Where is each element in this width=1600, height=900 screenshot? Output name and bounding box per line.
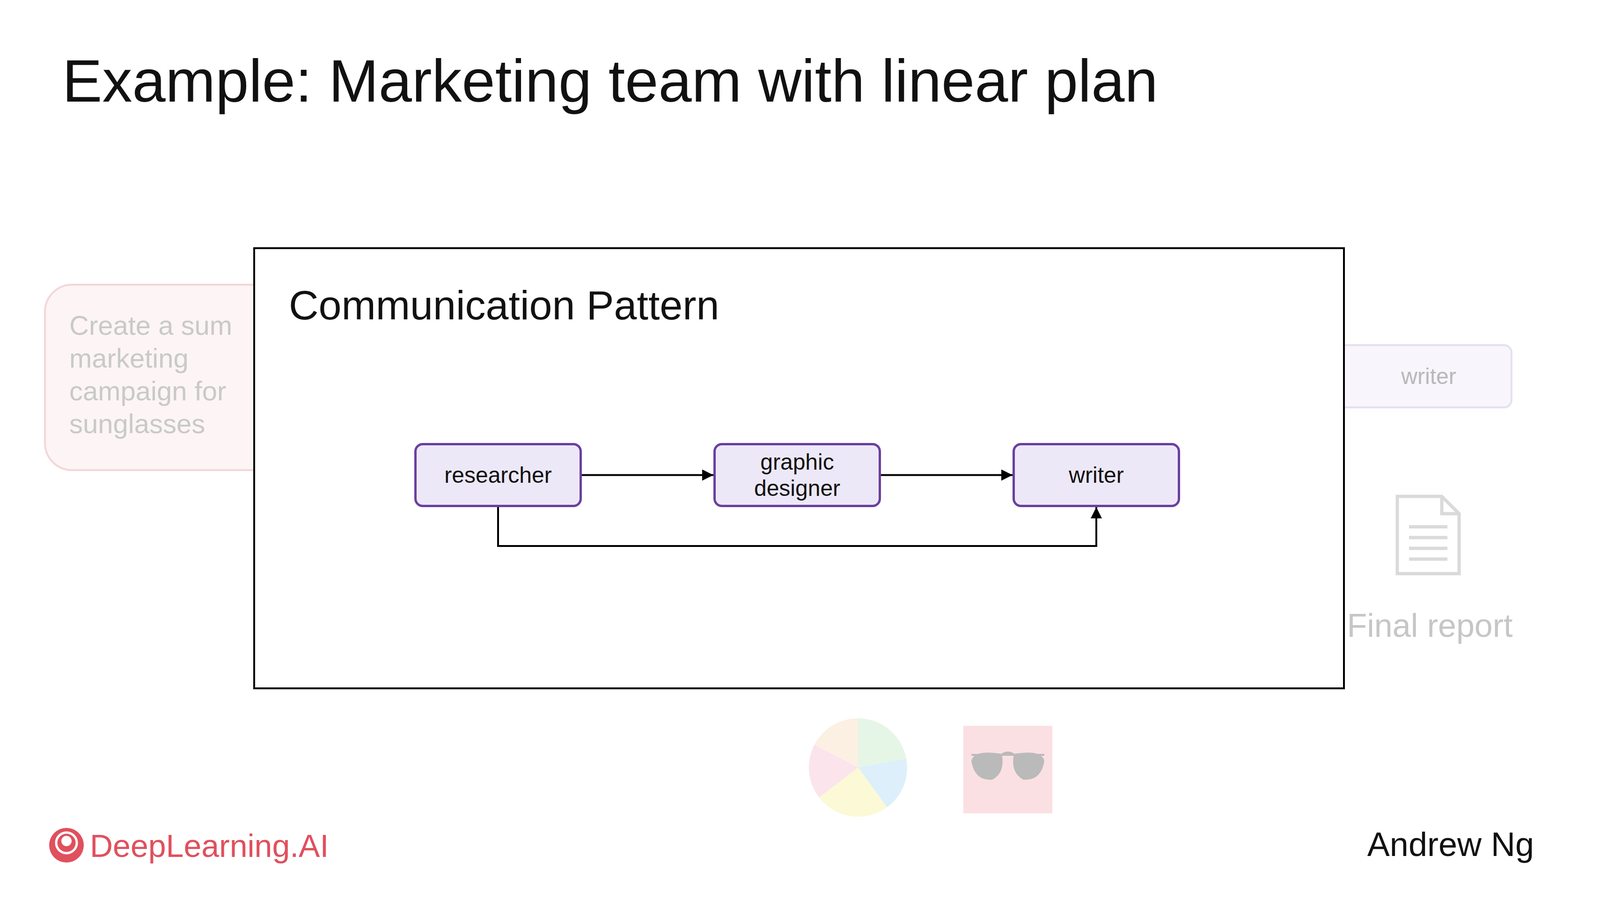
- agent-box: researcher: [414, 442, 582, 507]
- author-name: Andrew Ng: [1367, 825, 1534, 863]
- node-text: researcher: [444, 462, 552, 489]
- faded-agent-box: writer: [1329, 344, 1513, 409]
- arrow-connector: [498, 506, 1097, 546]
- logo-icon: [49, 827, 84, 863]
- agent-box: writer: [1012, 442, 1181, 507]
- node-text: graphic designer: [725, 448, 870, 502]
- communication-pattern-frame: Communication Pattern researcher graphic d…: [253, 247, 1345, 690]
- node-text: Communication Pattern: [288, 281, 720, 329]
- brand-logo-text: DeepLearning.AI: [89, 827, 329, 864]
- arrow-connector: [581, 474, 714, 477]
- node-text: Create a sum marketing campaign for sung…: [69, 308, 257, 441]
- agent-box: graphic designer: [713, 442, 881, 507]
- pie-chart: [808, 718, 908, 817]
- arrow-connector: [880, 474, 1013, 477]
- document-icon: [1397, 496, 1460, 574]
- sunglasses-image: [963, 725, 1053, 814]
- node-text: writer: [1401, 363, 1456, 390]
- slide-title: Example: Marketing team with linear plan: [62, 45, 1159, 117]
- output-label: Final report: [1343, 606, 1517, 645]
- node-text: writer: [1068, 462, 1124, 489]
